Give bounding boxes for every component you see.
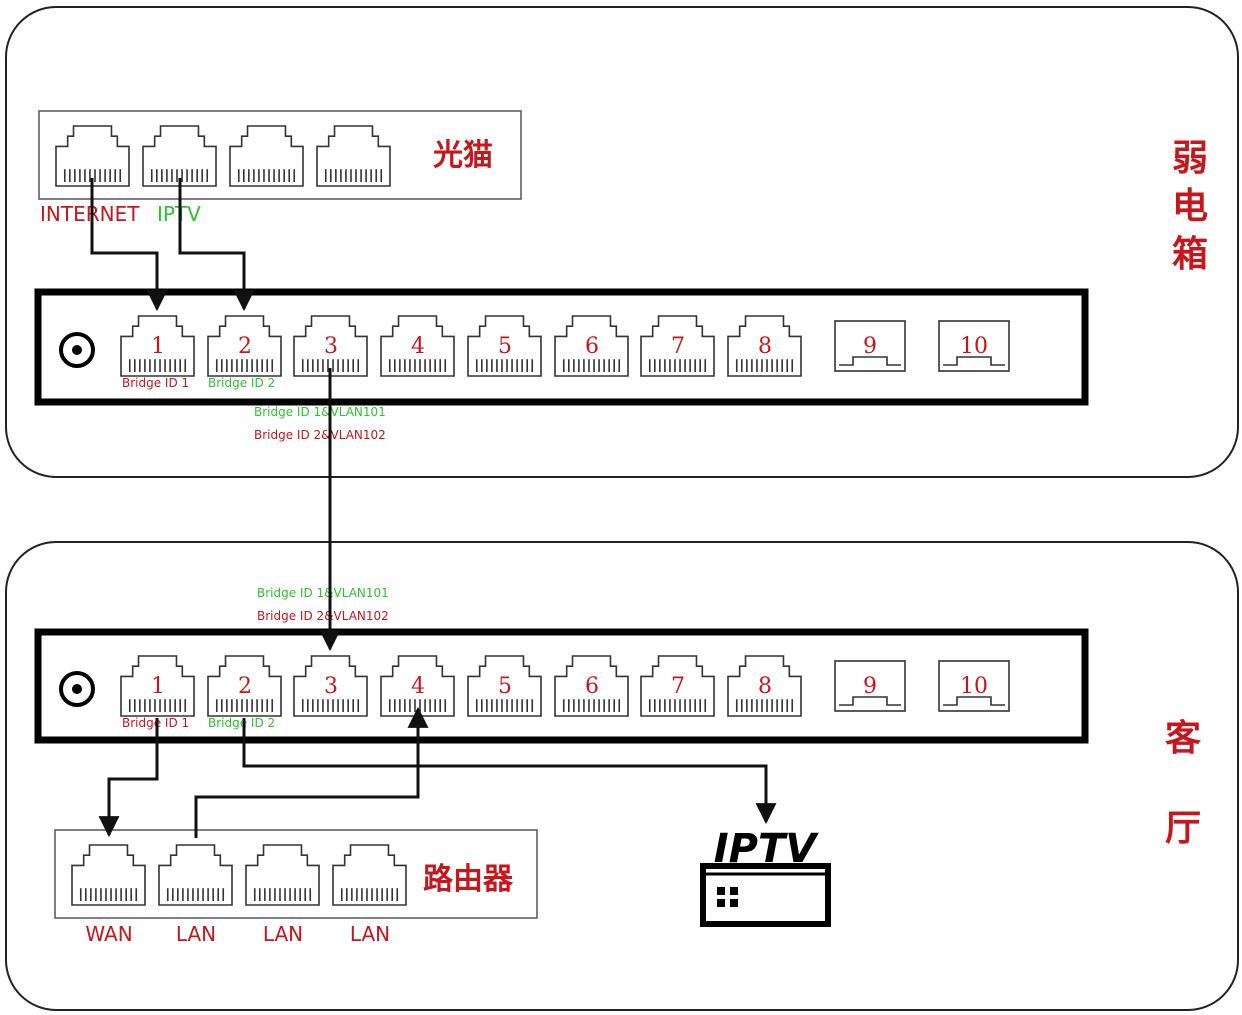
cable-switch-port-2-to-iptv (242, 718, 777, 825)
switch-bottom-port-number: 8 (758, 674, 772, 699)
switch-bottom-port-4 (380, 655, 455, 717)
cable-internet-to-switch-port-1 (90, 178, 168, 312)
switch-top-bridge-label-2: Bridge ID 2 (208, 376, 275, 390)
switch-top-sfp-port-10 (938, 320, 1010, 372)
modem-port-4 (316, 125, 391, 187)
switch-top-port-3 (293, 315, 368, 377)
switch-bottom-port-6 (554, 655, 629, 717)
switch-top-port-number: 7 (671, 334, 685, 359)
switch-bottom-sfp-port-10 (938, 660, 1010, 712)
switch-top: 1 2 3 4 5 6 7 8 9 10 Bridge ID 1 Bridge ID 2 Brid… (34, 288, 1089, 442)
modem-port-3 (229, 125, 304, 187)
switch-top-port-number: 8 (758, 334, 772, 359)
sfp-cage (943, 696, 1005, 706)
sfp-outline (938, 320, 1010, 372)
router-port-4 (332, 844, 407, 906)
power-icon (59, 671, 95, 707)
sfp-outline (938, 660, 1010, 712)
switch-bottom: Bridge ID 1&VLAN101 Bridge ID 2&VLAN102 … (34, 586, 1089, 744)
power-icon (59, 332, 95, 368)
switch-bottom-port-number: 2 (238, 674, 252, 699)
sfp-cage (943, 356, 1005, 366)
sfp-cage (839, 696, 901, 706)
switch-bottom-sfp-port-9 (834, 660, 906, 712)
switch-bottom-port-number: 7 (671, 674, 685, 699)
switch-bottom-port-number: 9 (863, 674, 877, 699)
switch-bottom-port-2 (207, 655, 282, 717)
router-port-3 (245, 844, 320, 906)
switch-top-trunk-note-1: Bridge ID 1&VLAN101 (254, 405, 386, 419)
cable-router-lan-to-switch-port-4 (194, 706, 429, 838)
switch-top-port-number: 4 (411, 334, 425, 359)
switch-bottom-port-1 (120, 655, 195, 717)
router-port-2 (158, 844, 233, 906)
iptv-box-led (730, 899, 738, 907)
switch-top-port-number: 3 (324, 334, 338, 359)
router: 路由器 WAN LAN LAN LAN (54, 829, 538, 946)
cable-iptv-to-switch-port-2 (178, 178, 255, 312)
sfp-outline (834, 660, 906, 712)
modem-port-1 (55, 125, 130, 187)
room-panel-top (5, 6, 1239, 478)
switch-top-trunk-note-2: Bridge ID 2&VLAN102 (254, 428, 386, 442)
cables (90, 178, 777, 838)
room-label-top: 弱 电 箱 (1172, 138, 1208, 275)
switch-top-port-number: 2 (238, 334, 252, 359)
switch-bottom-port-number: 5 (498, 674, 512, 699)
room-label-top-char-2: 电 (1172, 186, 1208, 227)
switch-top-port-6 (554, 315, 629, 377)
switch-top-port-number: 10 (960, 334, 988, 359)
power-icon-dot (72, 345, 82, 355)
switch-bottom-port-number: 10 (960, 674, 988, 699)
room-label-top-char-1: 弱 (1172, 138, 1208, 179)
switch-bottom-trunk-note-1: Bridge ID 1&VLAN101 (257, 586, 389, 600)
switch-top-bridge-label-1: Bridge ID 1 (122, 376, 189, 390)
iptv-box-led (717, 899, 725, 907)
sfp-cage (839, 356, 901, 366)
switch-top-port-4 (380, 315, 455, 377)
router-port-1 (71, 844, 146, 906)
switch-top-port-7 (640, 315, 715, 377)
switch-top-port-number: 5 (498, 334, 512, 359)
switch-top-port-5 (467, 315, 542, 377)
switch-bottom-port-3 (293, 655, 368, 717)
iptv-box-led (730, 887, 738, 895)
power-icon-dot (72, 684, 82, 694)
switch-top-port-2 (207, 315, 282, 377)
switch-bottom-port-number: 4 (411, 674, 425, 699)
iptv-box: IPTV (700, 826, 831, 927)
switch-top-port-8 (727, 315, 802, 377)
router-port-label-lan-3: LAN (350, 922, 390, 946)
room-label-bottom-char-2: 厅 (1165, 808, 1201, 849)
switch-top-port-number: 1 (151, 334, 165, 359)
switch-top-port-number: 6 (585, 334, 599, 359)
switch-bottom-trunk-note-2: Bridge ID 2&VLAN102 (257, 609, 389, 623)
switch-top-port-number: 9 (863, 334, 877, 359)
switch-bottom-port-8 (727, 655, 802, 717)
router-title: 路由器 (423, 862, 514, 897)
room-label-bottom-char-1: 客 (1165, 718, 1201, 759)
switch-top-port-1 (120, 315, 195, 377)
room-label-top-char-3: 箱 (1172, 234, 1208, 275)
room-label-bottom: 客 厅 (1165, 718, 1201, 849)
router-port-label-lan-2: LAN (263, 922, 303, 946)
switch-top-sfp-port-9 (834, 320, 906, 372)
optical-modem: 光猫 INTERNET IPTV (38, 110, 522, 226)
router-port-label-lan-1: LAN (176, 922, 216, 946)
switch-bottom-port-7 (640, 655, 715, 717)
modem-port-2 (142, 125, 217, 187)
switch-bottom-port-5 (467, 655, 542, 717)
router-port-label-wan: WAN (85, 922, 132, 946)
sfp-outline (834, 320, 906, 372)
switch-bottom-port-number: 3 (324, 674, 338, 699)
switch-bottom-port-number: 1 (151, 674, 165, 699)
cable-switch-port-1-to-router-wan (98, 718, 159, 838)
iptv-box-led (717, 887, 725, 895)
switch-bottom-bridge-label-2: Bridge ID 2 (208, 716, 275, 730)
modem-port-label-internet: INTERNET (40, 202, 140, 226)
modem-title: 光猫 (433, 138, 493, 173)
switch-bottom-port-number: 6 (585, 674, 599, 699)
